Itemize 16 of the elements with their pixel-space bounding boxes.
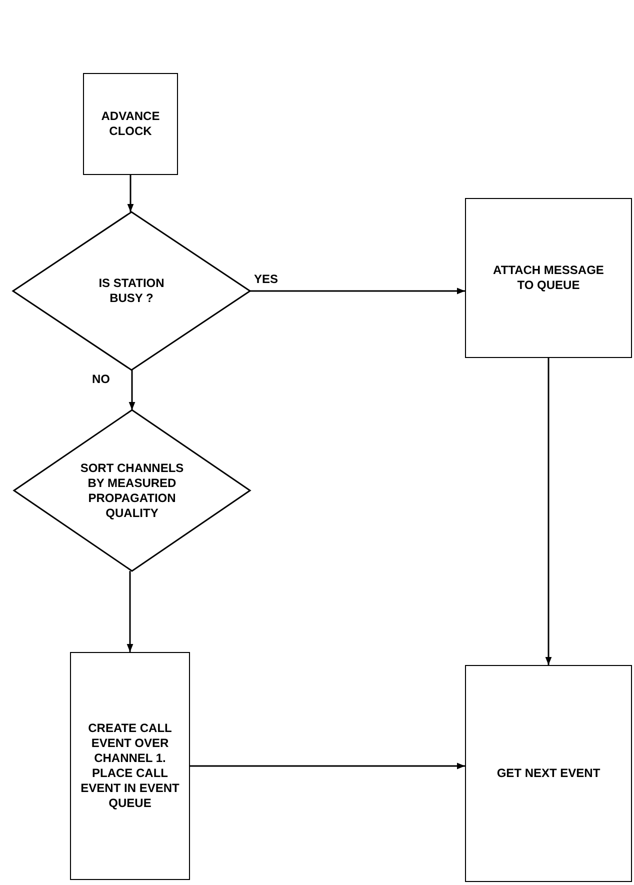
- arrow: [126, 571, 134, 652]
- arrow: [250, 288, 465, 294]
- node-text: IS STATION BUSY ?: [98, 276, 166, 306]
- arrow: [545, 358, 552, 665]
- node-text: ATTACH MESSAGE TO QUEUE: [492, 263, 605, 293]
- arrow: [127, 175, 134, 212]
- node-text: CREATE CALL EVENT OVER CHANNEL 1. PLACE CALL EVENT IN EVENT QUEUE: [80, 721, 180, 811]
- node-text: GET NEXT EVENT: [496, 766, 600, 781]
- process-box: [465, 665, 632, 882]
- node-text: ADVANCE CLOCK: [100, 109, 161, 139]
- arrow: [190, 762, 465, 770]
- node-text: SORT CHANNELS BY MEASURED PROPAGATION QUALITY: [79, 460, 185, 520]
- arrow: [128, 370, 136, 410]
- process-box: [83, 73, 178, 175]
- process-box: [465, 198, 632, 358]
- process-box: [70, 652, 190, 880]
